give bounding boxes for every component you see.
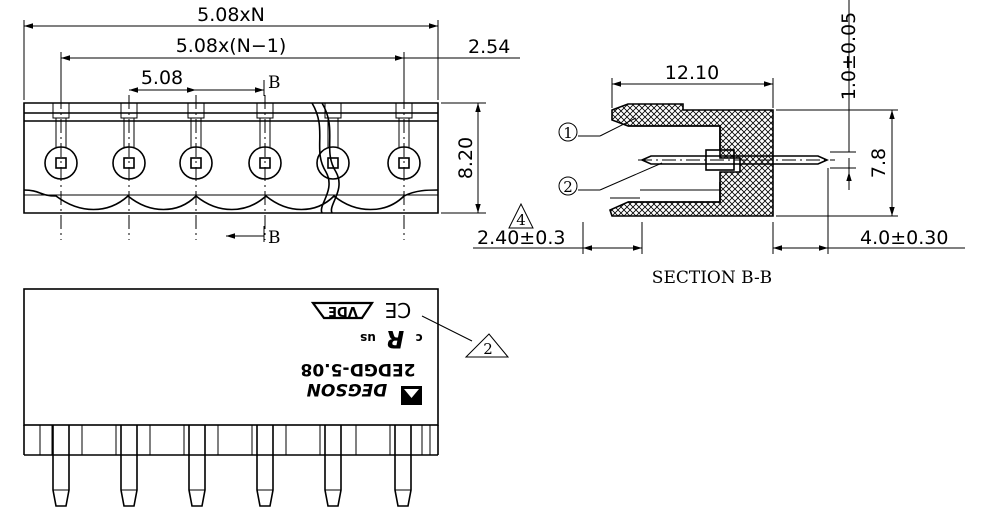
degson-logo-icon	[401, 386, 422, 405]
dim-pin-height: 7.8	[868, 148, 890, 178]
top-view-pins	[52, 425, 412, 507]
section-dimensions	[473, 0, 965, 254]
callout-2: 2	[563, 178, 573, 196]
vde-logo	[310, 301, 375, 320]
note-2: 2	[483, 340, 493, 358]
part-number: 2EDGD-5.08	[301, 359, 416, 379]
ce-mark: CE	[385, 298, 412, 322]
ul-logo: R	[386, 325, 404, 353]
dim-pin-thickness: 1.0±0.05	[838, 12, 860, 100]
front-view	[23, 95, 439, 240]
section-title: SECTION B-B	[652, 268, 772, 288]
dim-edge-offset: 2.54	[468, 36, 510, 58]
dim-section-length: 12.10	[665, 62, 719, 84]
note-4: 4	[516, 211, 526, 229]
dim-pitch: 5.08	[141, 67, 183, 89]
top-view: VDE CE c R us 2EDGD-5.08 DEGSON	[23, 288, 510, 507]
front-pins	[44, 102, 421, 180]
dim-total-width: 5.08xN	[197, 4, 265, 26]
dim-right-protrusion: 4.0±0.30	[860, 227, 948, 249]
dim-pitch-span: 5.08x(N−1)	[176, 35, 287, 57]
callout-1: 1	[563, 124, 573, 142]
section-view	[609, 103, 835, 217]
section-mark-bottom: B	[268, 228, 281, 248]
section-mark-top: B	[268, 73, 281, 93]
dim-height: 8.20	[455, 137, 477, 179]
brand-name: DEGSON	[307, 379, 388, 399]
ul-us-mark: us	[360, 331, 376, 345]
ul-c-mark: c	[415, 331, 422, 345]
vde-text: VDE	[328, 303, 358, 318]
front-dimensions	[23, 20, 520, 242]
dim-left-protrusion: 2.40±0.3	[477, 227, 565, 249]
